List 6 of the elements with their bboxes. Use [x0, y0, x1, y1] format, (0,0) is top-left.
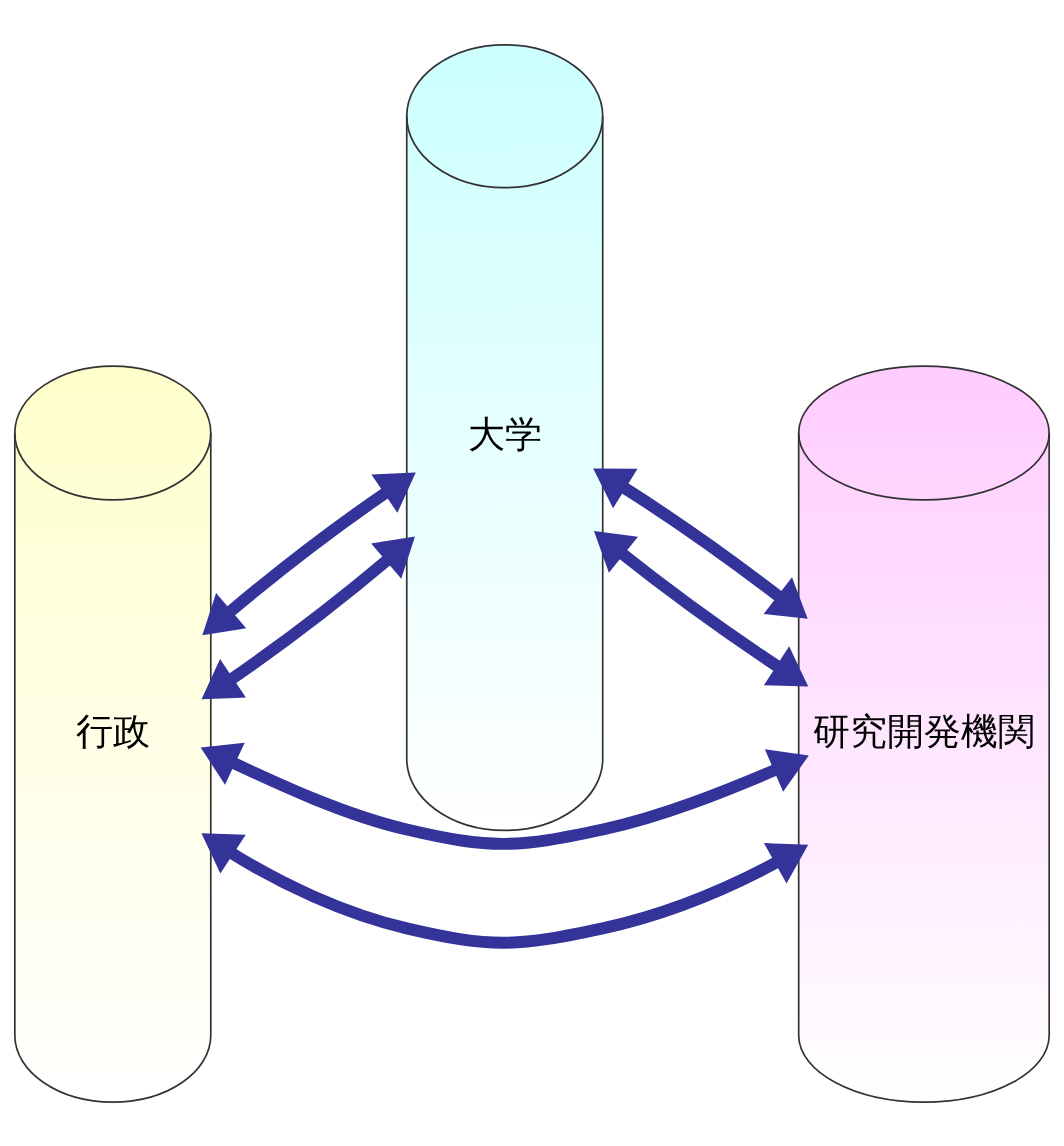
arrow	[201, 832, 809, 949]
arrow	[593, 468, 808, 619]
arrow	[201, 536, 415, 699]
arrow	[202, 471, 416, 635]
arrow	[200, 742, 809, 850]
arrow	[593, 530, 809, 686]
